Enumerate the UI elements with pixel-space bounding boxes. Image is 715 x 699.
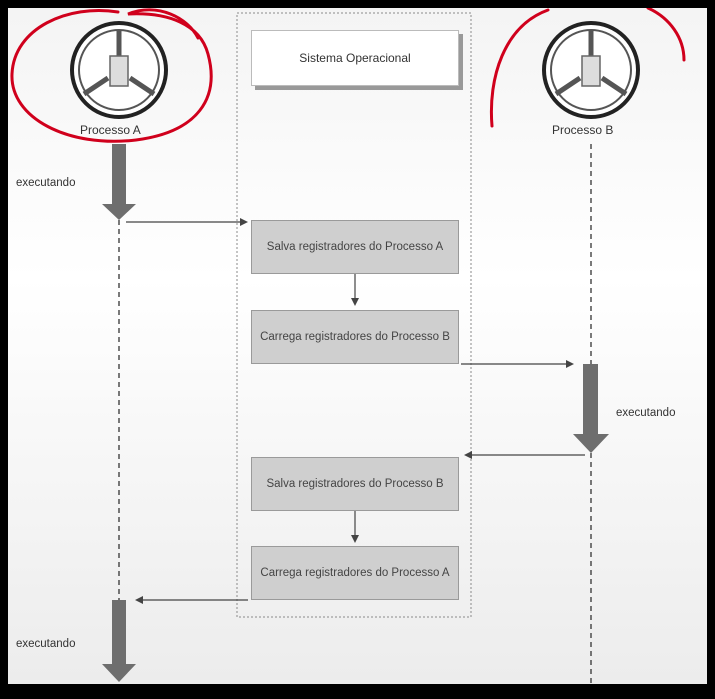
process-b-label: Processo B (552, 123, 614, 137)
exec-arrow-a1 (102, 144, 136, 220)
diagram-canvas: Sistema Operacional Processo A Processo … (8, 8, 707, 684)
steering-wheel-icon (542, 21, 640, 119)
os-region (236, 12, 472, 618)
diagram-lines (10, 8, 686, 684)
exec-label-a1: executando (16, 177, 76, 189)
os-title-box: Sistema Operacional (251, 30, 459, 86)
exec-label-b: executando (616, 407, 676, 419)
steering-wheel-icon (70, 21, 168, 119)
red-arc-annotation (489, 8, 686, 128)
step-save-b: Salva registradores do Processo B (251, 457, 459, 511)
exec-label-a2: executando (16, 638, 76, 650)
step-load-a: Carrega registradores do Processo A (251, 546, 459, 600)
exec-arrow-a2 (102, 600, 136, 682)
exec-arrow-b (573, 364, 609, 453)
step-save-a: Salva registradores do Processo A (251, 220, 459, 274)
process-a-label: Processo A (80, 123, 141, 137)
red-circle-annotation (10, 8, 213, 143)
step-load-b: Carrega registradores do Processo B (251, 310, 459, 364)
